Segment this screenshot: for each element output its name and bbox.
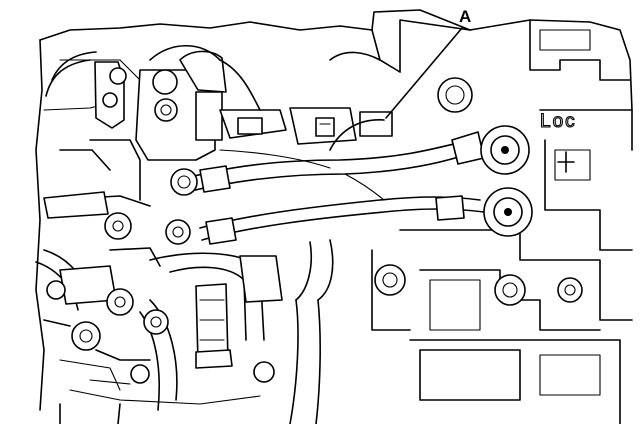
- lower-left-assembly: [35, 247, 275, 391]
- valve-body: Loc: [371, 19, 633, 424]
- terminal-upper: [480, 125, 530, 175]
- bolt-left-upper: [170, 168, 198, 196]
- engine-housing: [35, 9, 471, 424]
- wire-harness: [45, 44, 485, 245]
- callout-label-a: A: [459, 7, 471, 26]
- solenoid-bracket: [43, 50, 393, 240]
- embossed-loc-text: Loc: [540, 111, 577, 132]
- lower-pipes: [139, 239, 334, 424]
- callout-a: A: [385, 7, 471, 119]
- bolt-left-lower: [165, 219, 191, 245]
- callout-leader-line: [385, 27, 463, 119]
- terminal-lower: [483, 187, 533, 237]
